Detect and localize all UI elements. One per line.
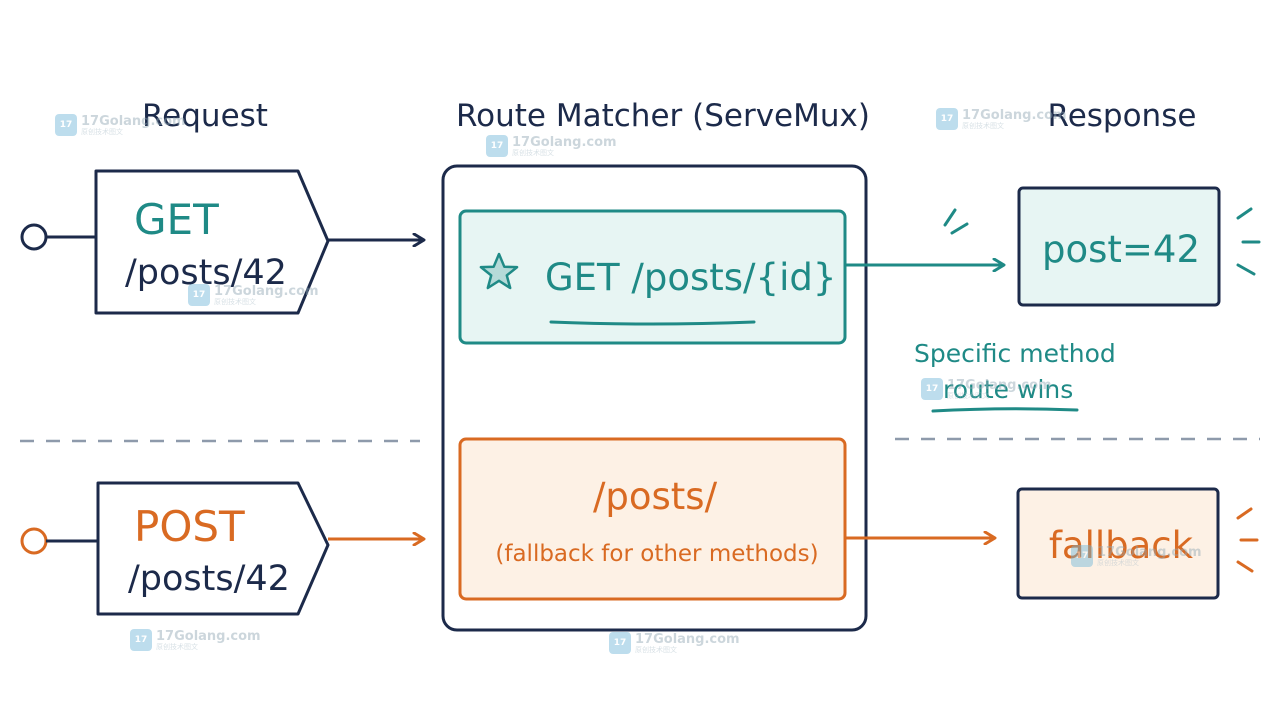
response-fallback-text: fallback — [1049, 524, 1194, 567]
request-box-post — [96, 481, 330, 616]
annotation-underline — [931, 407, 1079, 413]
response-specific-box — [1017, 186, 1221, 307]
response-specific-text: post=42 — [1042, 228, 1200, 271]
request-method-post: POST — [134, 502, 245, 551]
annotation-line-1: Specific method — [914, 339, 1116, 368]
route-specific-underline — [549, 320, 756, 326]
star-icon — [479, 252, 519, 290]
response-fallback-sparkles — [1236, 507, 1259, 573]
route-specific-box — [458, 209, 847, 345]
header-request: Request — [142, 98, 268, 134]
request-start-node-post — [20, 527, 48, 555]
header-response: Response — [1048, 98, 1197, 134]
route-fallback-box — [458, 437, 847, 601]
annotation-line-2: route wins — [943, 375, 1073, 404]
request-method-get: GET — [134, 195, 219, 244]
request-path-post: /posts/42 — [128, 559, 290, 599]
response-fallback-box — [1016, 487, 1220, 600]
route-specific-label: GET /posts/{id} — [545, 256, 836, 299]
route-fallback-note: (fallback for other methods) — [495, 541, 818, 567]
request-path-get: /posts/42 — [125, 253, 287, 293]
request-start-node-get — [20, 223, 48, 251]
header-route-matcher: Route Matcher (ServeMux) — [456, 98, 870, 134]
route-fallback-label: /posts/ — [593, 475, 718, 518]
response-specific-sparkles — [943, 207, 1261, 276]
request-box-get — [94, 169, 330, 315]
